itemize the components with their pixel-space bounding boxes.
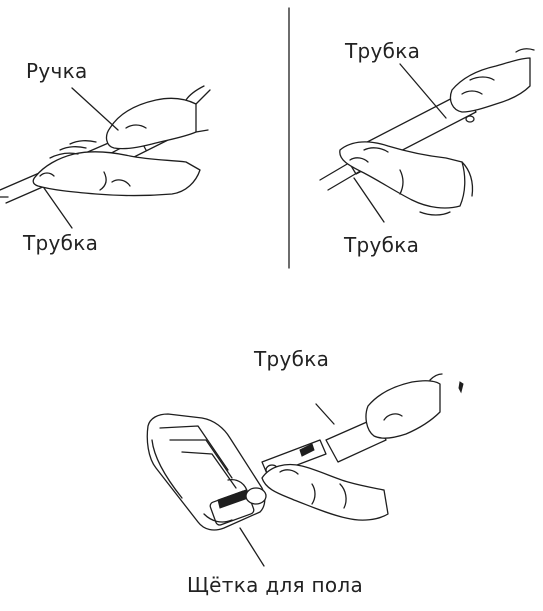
bottom-lower-hand-drawing: [262, 465, 388, 521]
right-lower-hand-drawing: [340, 142, 473, 215]
floor-brush-drawing: [147, 414, 266, 530]
brush-leader-line: [240, 528, 264, 566]
upper-hand-drawing: [107, 86, 210, 149]
tube-leader-line-bottom: [316, 404, 334, 424]
floor-brush-label: Щётка для пола: [187, 573, 363, 597]
floor-brush-illustration: [147, 374, 463, 566]
tube-label-bottom-right: Трубка: [344, 233, 419, 257]
tube-leader-line-top-right: [400, 64, 446, 118]
tube-leader-line-left: [44, 188, 72, 228]
tube-label-left: Трубка: [23, 231, 98, 255]
handle-tube-illustration: [0, 86, 210, 228]
tube-leader-line-bottom-right: [354, 178, 384, 222]
tube-joining-illustration: [320, 49, 534, 222]
tube-label-top-right: Трубка: [345, 39, 420, 63]
bottom-upper-hand-drawing: [366, 374, 463, 438]
tube-label-bottom: Трубка: [254, 347, 329, 371]
handle-label: Ручка: [26, 59, 88, 83]
right-upper-hand-drawing: [450, 49, 534, 112]
handle-leader-line: [72, 88, 118, 130]
